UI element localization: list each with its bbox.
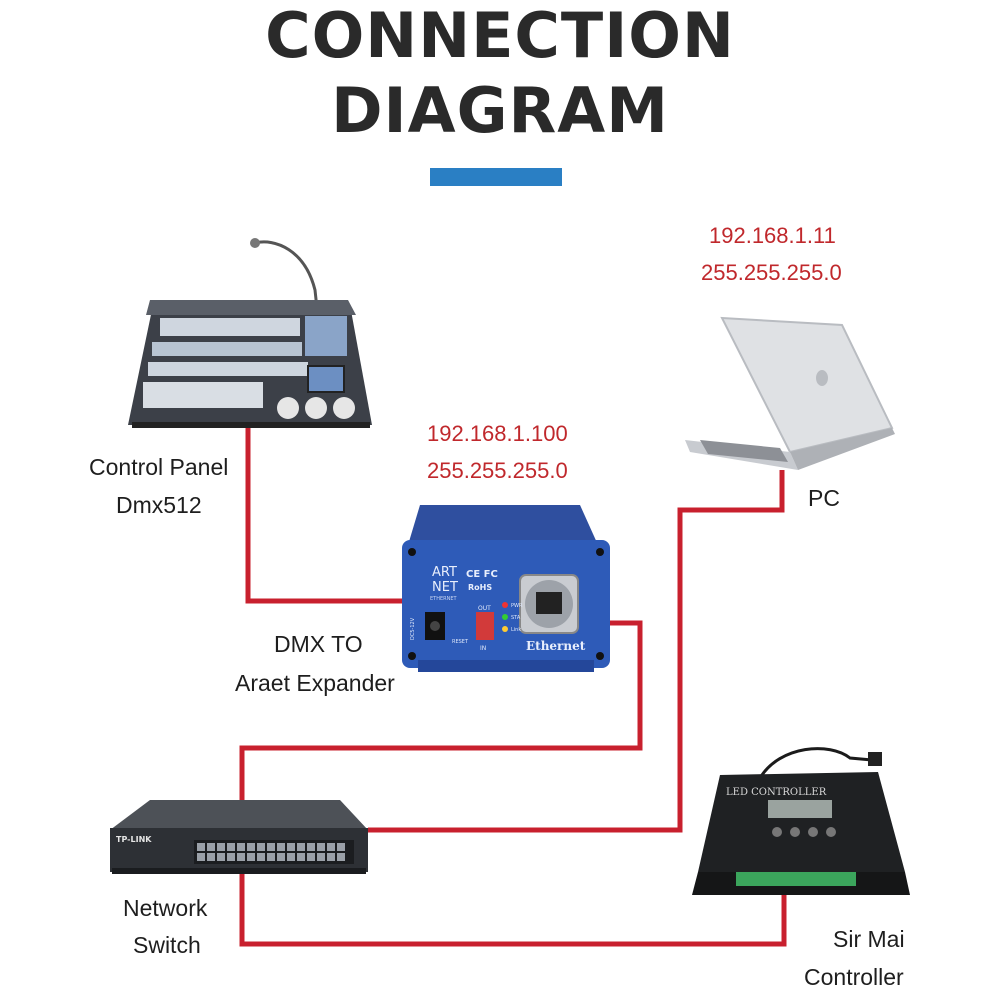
lighting-console-icon	[128, 238, 372, 428]
wire-expander-to-switch	[239, 620, 643, 800]
expander-label-line2: Araet Expander	[235, 670, 395, 696]
wire-switch-to-controller	[239, 872, 787, 947]
controller-label-line2: Controller	[804, 964, 904, 990]
diagram-title-line2: DIAGRAM	[331, 74, 669, 147]
artnet-brand-sub: ETHERNET	[430, 596, 458, 602]
reset-label: RESET	[452, 639, 469, 645]
in-label: IN	[480, 645, 486, 652]
laptop-icon	[685, 316, 895, 470]
led-label-pwr: PWR	[511, 603, 523, 609]
diagram-title-line1: CONNECTION	[265, 0, 735, 72]
switch-label-line2: Switch	[133, 932, 201, 958]
network-switch-icon: TP-LINK	[110, 800, 368, 874]
led-controller-icon: LED CONTROLLER	[692, 747, 910, 895]
led-controller-title: LED CONTROLLER	[726, 787, 827, 798]
ethernet-port-label: Ethernet	[526, 639, 586, 653]
expander-label-line1: DMX TO	[274, 631, 363, 657]
artnet-brand-top: ART	[432, 565, 457, 580]
pc-label: PC	[808, 485, 840, 511]
cert-marks: CE FC	[466, 569, 498, 580]
wire-console-to-expander	[245, 425, 402, 604]
wire-pc-to-switch	[368, 470, 785, 833]
artnet-node-icon: ART NET ETHERNET CE FC RoHS Ethernet DC5…	[402, 505, 610, 672]
control-panel-label-line1: Control Panel	[89, 454, 229, 480]
switch-brand: TP-LINK	[116, 835, 152, 844]
led-label-link: Link	[511, 627, 521, 633]
expander-subnet-mask: 255.255.255.0	[427, 458, 568, 483]
wires	[239, 425, 787, 947]
pc-subnet-mask: 255.255.255.0	[701, 260, 842, 285]
title-accent-bar	[430, 168, 562, 186]
out-label: OUT	[478, 605, 491, 612]
control-panel-label-line2: Dmx512	[116, 492, 202, 518]
controller-label-line1: Sir Mai	[833, 926, 905, 952]
led-label-sta: STA	[511, 615, 521, 621]
pc-ip-address: 192.168.1.11	[709, 223, 836, 248]
artnet-brand-bottom: NET	[432, 580, 458, 595]
switch-label-line1: Network	[123, 895, 208, 921]
power-label: DC5-12V	[410, 617, 416, 640]
rohs-mark: RoHS	[468, 583, 492, 592]
expander-ip-address: 192.168.1.100	[427, 421, 568, 446]
